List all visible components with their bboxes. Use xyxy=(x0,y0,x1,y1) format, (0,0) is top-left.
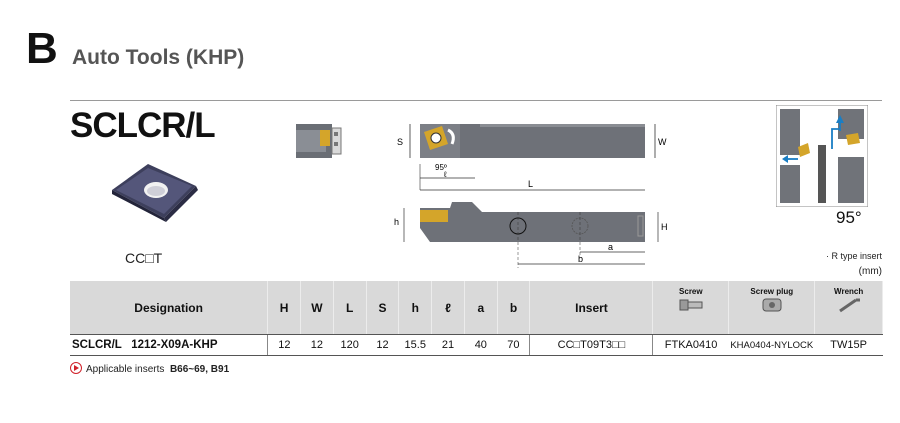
dim-b: b xyxy=(578,254,583,264)
value-H: 12 xyxy=(267,334,301,356)
applicable-inserts-label: Applicable inserts xyxy=(86,364,165,375)
divider xyxy=(70,100,882,101)
header-a: a xyxy=(464,281,498,335)
section-letter: B xyxy=(26,24,58,73)
dim-l-small: ℓ xyxy=(443,170,447,179)
applicable-inserts: Applicable inserts B66~69, B91 xyxy=(70,360,229,375)
dim-H: H xyxy=(661,222,668,232)
model-title: SCLCR/L xyxy=(70,106,216,145)
value-W: 12 xyxy=(300,334,334,356)
dim-s: S xyxy=(397,137,403,147)
header-wrench: Wrench xyxy=(814,281,883,335)
value-b: 70 xyxy=(497,334,530,356)
header-insert: Insert xyxy=(529,281,654,335)
approach-angle: 95° xyxy=(836,208,862,227)
spec-table: Designation H W L S h ℓ a b Insert Screw… xyxy=(70,281,883,356)
value-l: 21 xyxy=(431,334,465,356)
header-h: h xyxy=(398,281,433,335)
header-screw: Screw xyxy=(652,281,730,335)
header-screw-plug: Screw plug xyxy=(728,281,816,335)
top-view-drawing: S W 95º ℓ L xyxy=(397,124,667,191)
value-S: 12 xyxy=(366,334,399,356)
value-a: 40 xyxy=(464,334,498,356)
arrow-circle-icon xyxy=(70,362,82,374)
section-title: Auto Tools (KHP) xyxy=(72,46,245,69)
header-b: b xyxy=(497,281,531,335)
table-row: SCLCR/L 1212-X09A-KHP 12 12 120 12 15.5 … xyxy=(70,334,883,356)
wrench-cell: TW15P xyxy=(814,334,883,356)
designation-cell: SCLCR/L 1212-X09A-KHP xyxy=(70,334,268,356)
wrench-icon xyxy=(838,298,860,313)
dim-a: a xyxy=(608,242,613,252)
application-diagram xyxy=(776,105,868,207)
header-S: S xyxy=(366,281,400,335)
holder-thumbnail xyxy=(296,124,342,158)
screw-cell: FTKA0410 xyxy=(652,334,729,356)
insert-image xyxy=(112,164,198,222)
r-type-note: · R type insert xyxy=(825,251,882,261)
screw-plug-cell: KHA0404-NYLOCK xyxy=(728,334,815,356)
header-l: ℓ xyxy=(431,281,465,335)
dim-h: h xyxy=(394,217,399,227)
value-L: 120 xyxy=(333,334,367,356)
dim-l: L xyxy=(528,179,533,189)
header-W: W xyxy=(300,281,334,335)
header-screw-label: Screw xyxy=(679,287,703,296)
dim-angle: 95º xyxy=(435,163,447,172)
applicable-inserts-pages[interactable]: B66~69, B91 xyxy=(169,364,230,375)
side-view-drawing: h H a b xyxy=(394,202,668,268)
unit-note: (mm) xyxy=(858,266,882,277)
header-wrench-label: Wrench xyxy=(834,287,864,296)
header-L: L xyxy=(333,281,367,335)
screw-icon xyxy=(679,299,703,311)
header-screw-plug-label: Screw plug xyxy=(750,287,794,296)
header-designation: Designation xyxy=(70,281,269,335)
screw-plug-icon xyxy=(762,298,782,312)
dim-w: W xyxy=(658,137,667,147)
value-h: 15.5 xyxy=(398,334,432,356)
header-H: H xyxy=(267,281,302,335)
insert-code: CC□T xyxy=(125,250,163,266)
insert-cell: CC□T09T3□□ xyxy=(529,334,653,356)
